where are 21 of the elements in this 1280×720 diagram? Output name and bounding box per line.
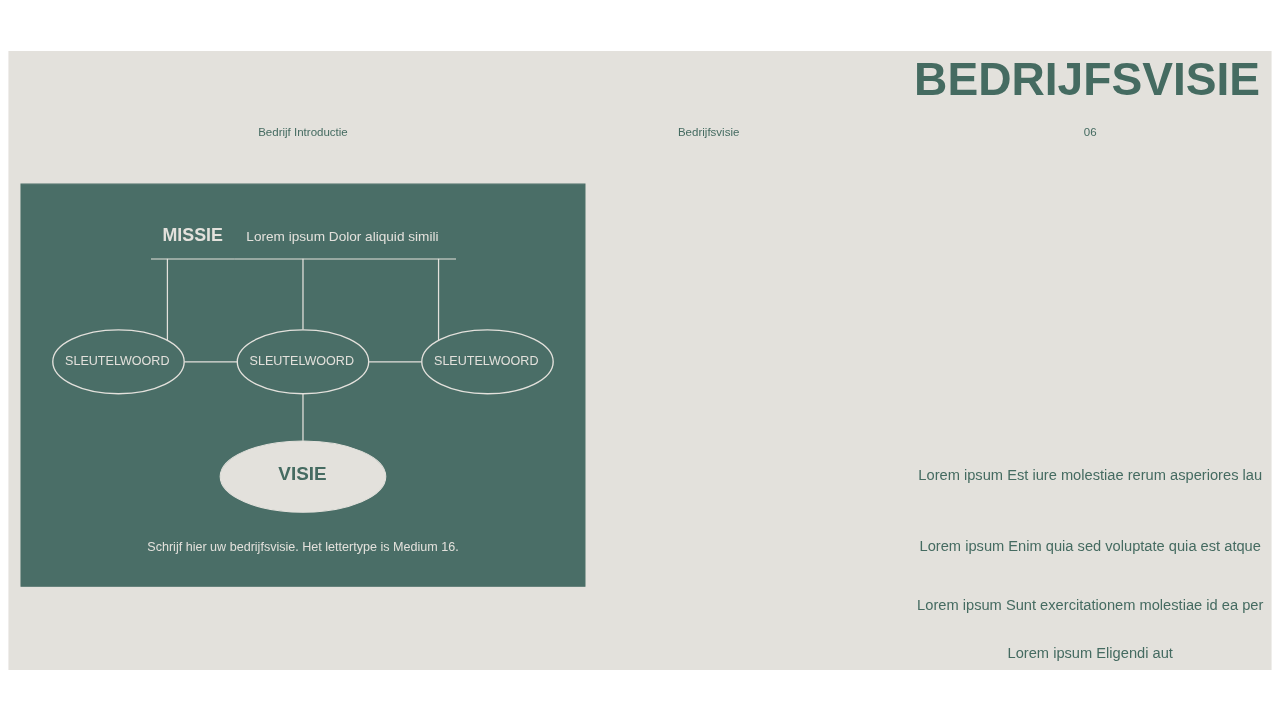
label: 06 <box>1083 125 1097 138</box>
label: Lorem ipsum Sunt exercitationem molestiae id ea per <box>917 596 1264 613</box>
node-ellipse: VISIE <box>219 439 387 513</box>
label: Lorem ipsum Eligendi aut <box>1007 644 1173 661</box>
connector <box>302 392 304 441</box>
connector <box>183 360 238 362</box>
label: Lorem ipsum Est iure molestiae rerum asperiores lau <box>918 466 1263 483</box>
label: Lorem ipsum Enim quia sed voluptate quia est atque <box>919 537 1261 554</box>
node-ellipse: SLEUTELWOORD <box>236 328 370 394</box>
node-label: Schrijf hier uw bedrijfsvisie. Het lettertype is Medium 16. <box>147 539 459 554</box>
node-ellipse: SLEUTELWOORD <box>52 328 185 394</box>
connector <box>368 360 423 362</box>
node-ellipse: SLEUTELWOORD <box>421 328 554 394</box>
node-text: MISSIE Lorem ipsum Dolor aliquid simili <box>162 224 439 245</box>
diagram-title: BEDRIJFSVISIE <box>914 52 1261 105</box>
cluster <box>20 183 586 587</box>
connector <box>302 257 304 330</box>
connector <box>166 257 169 341</box>
label: Bedrijfsvisie <box>677 125 740 138</box>
label: Bedrijf Introductie <box>258 125 348 138</box>
connector <box>437 257 440 341</box>
